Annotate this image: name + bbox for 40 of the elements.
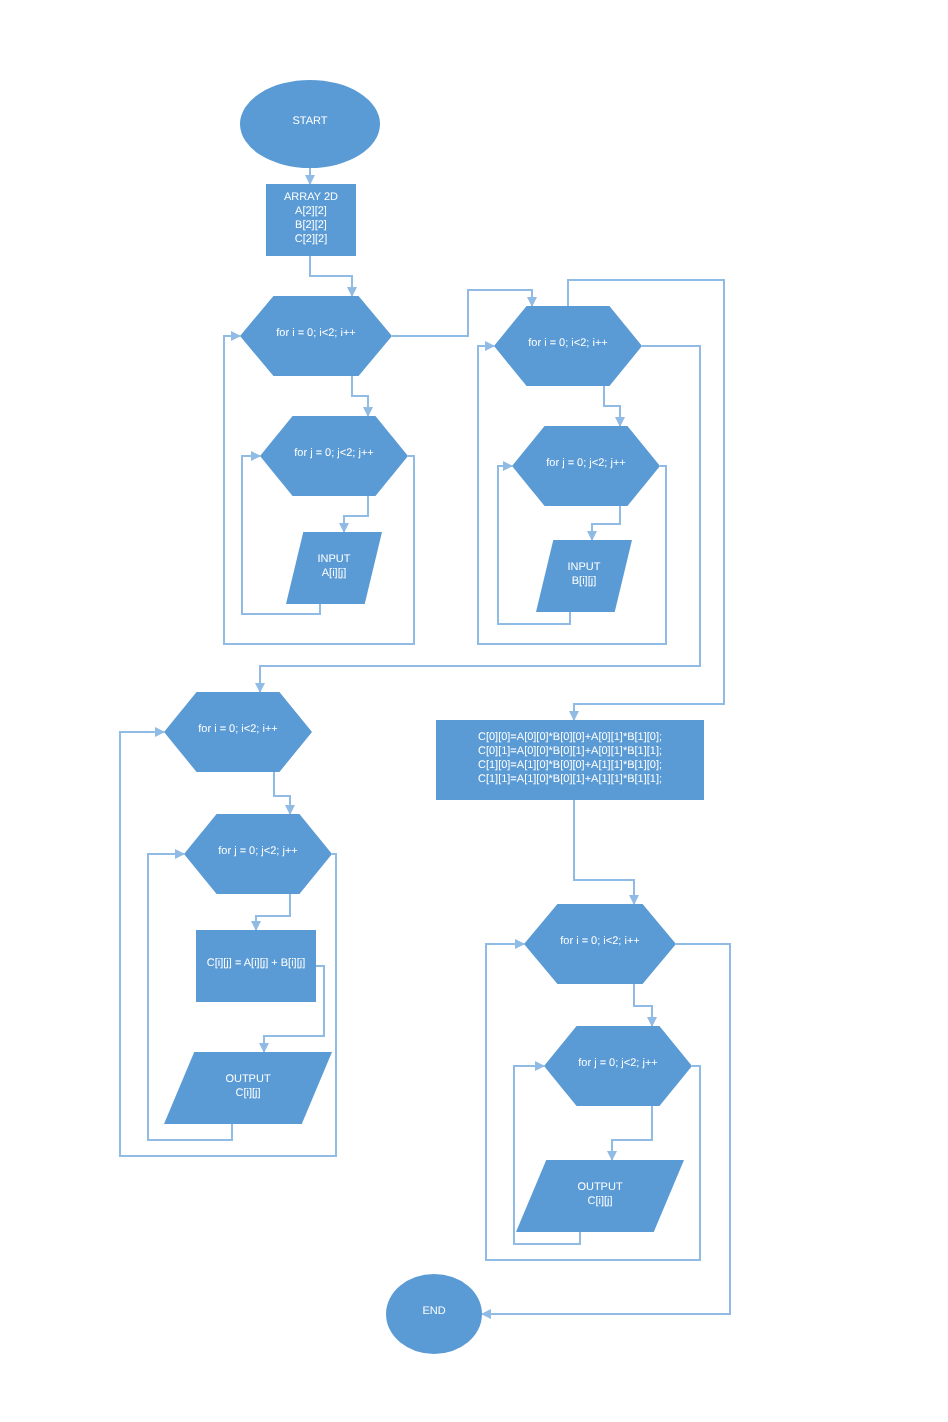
- flow-arrow: [351, 375, 373, 417]
- flow-arrow: [259, 965, 325, 1053]
- flow-arrow: [633, 983, 657, 1027]
- flow-arrow: [477, 341, 667, 645]
- io-parallelogram: [164, 1052, 332, 1124]
- flow-arrow: [223, 331, 415, 645]
- loop-hexagon: [240, 296, 392, 376]
- flow-arrow: [603, 385, 625, 427]
- process-box: [196, 930, 316, 1002]
- flow-arrow: [481, 943, 731, 1319]
- flow-arrow: [607, 1105, 653, 1161]
- loop-hexagon: [184, 814, 332, 894]
- flow-arrow: [485, 939, 701, 1261]
- flow-arrow: [391, 289, 537, 337]
- io-parallelogram: [286, 532, 382, 604]
- flow-arrow: [119, 727, 337, 1157]
- flow-arrow: [339, 495, 369, 533]
- loop-hexagon: [494, 306, 642, 386]
- flow-arrow: [573, 799, 639, 905]
- flow-arrow: [305, 167, 315, 185]
- flow-arrow: [255, 345, 701, 693]
- io-parallelogram: [536, 540, 632, 612]
- flow-arrow: [241, 451, 321, 615]
- flow-arrow: [513, 1061, 581, 1245]
- process-box: [436, 720, 704, 800]
- flow-arrow: [567, 279, 725, 721]
- flow-arrow: [147, 849, 233, 1141]
- process-box: [266, 184, 356, 256]
- io-parallelogram: [516, 1160, 684, 1232]
- loop-hexagon: [512, 426, 660, 506]
- flow-arrow: [497, 461, 571, 625]
- flow-arrow: [251, 893, 291, 931]
- loop-hexagon: [260, 416, 408, 496]
- flow-arrow: [273, 771, 295, 815]
- loop-hexagon: [524, 904, 676, 984]
- loop-hexagon: [164, 692, 312, 772]
- terminal-ellipse: [386, 1274, 482, 1354]
- flow-arrow: [309, 255, 357, 297]
- flow-arrow: [587, 505, 621, 541]
- loop-hexagon: [544, 1026, 692, 1106]
